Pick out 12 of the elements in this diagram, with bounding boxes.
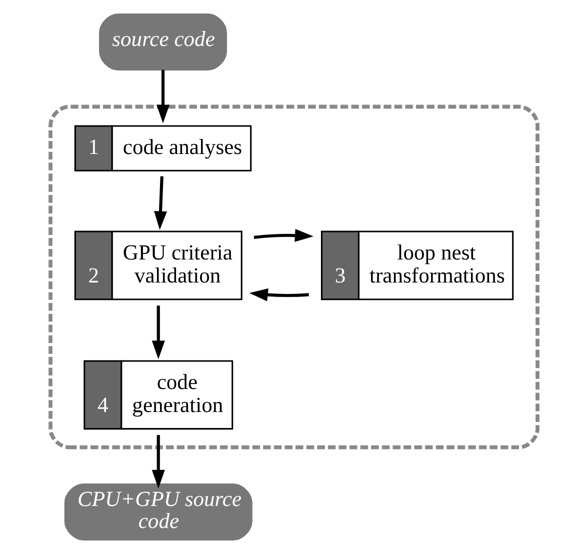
arrow bbox=[154, 176, 167, 230]
arrow bbox=[249, 288, 309, 302]
arrow bbox=[156, 70, 170, 124]
node-label: 3 bbox=[334, 264, 346, 288]
node-label: 1 bbox=[88, 135, 100, 160]
node-label: 4 bbox=[98, 393, 108, 418]
arrow bbox=[152, 435, 165, 488]
node-label: 2 bbox=[88, 264, 100, 288]
arrow bbox=[152, 306, 165, 360]
arrow bbox=[254, 228, 314, 242]
node-box: source code bbox=[99, 13, 227, 70]
node-box: CPU+GPU source code bbox=[64, 484, 252, 541]
